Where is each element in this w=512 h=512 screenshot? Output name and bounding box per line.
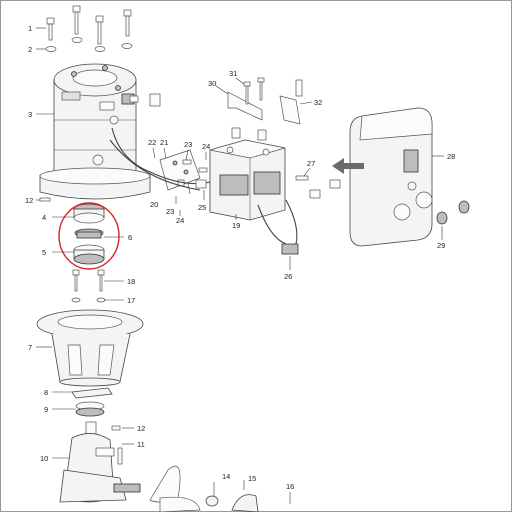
- top-screws-1: [46, 5, 132, 45]
- highlight-circle: [58, 202, 120, 270]
- callout-16: 16: [286, 482, 294, 491]
- wire-harness: [257, 204, 287, 245]
- screws-31: [243, 77, 265, 105]
- screws-18: [72, 269, 105, 292]
- callout-19: 19: [232, 221, 240, 230]
- wire-harness-2: [285, 199, 298, 245]
- callout-24-upper: 24: [202, 142, 210, 151]
- callout-28: 28: [447, 152, 455, 161]
- gasket-8: [71, 387, 113, 399]
- callout-31: 31: [229, 69, 237, 78]
- pin-12-lower: [111, 425, 121, 431]
- knob-29: [436, 200, 470, 225]
- part-27: [295, 175, 309, 181]
- bracket-30: [227, 91, 263, 121]
- callout-23-upper: 23: [184, 140, 192, 149]
- leader-lines: [36, 27, 444, 504]
- callout-9: 9: [44, 405, 48, 414]
- callout-2: 2: [28, 45, 32, 54]
- part-25: [195, 179, 207, 189]
- callout-7: 7: [28, 343, 32, 352]
- lower-unit-10: [59, 421, 141, 503]
- callout-24-lower: 24: [176, 216, 184, 225]
- callout-5: 5: [42, 248, 46, 257]
- pin-11: [117, 447, 123, 465]
- bushings: [309, 179, 341, 199]
- callout-22: 22: [148, 138, 156, 147]
- callout-4: 4: [42, 213, 46, 222]
- washer-14: [205, 495, 219, 507]
- propeller: [149, 465, 201, 512]
- callout-6: 6: [128, 233, 132, 242]
- screw-12-upper: [39, 197, 51, 202]
- mounting-bracket-7: [36, 309, 144, 387]
- callout-labels: 1 2 3 12 4 5 6 18 17 7 8 9 10 12 11 14 1…: [25, 24, 455, 491]
- callout-20: 20: [150, 200, 158, 209]
- direction-arrow: [332, 158, 364, 174]
- callout-11: 11: [137, 440, 145, 449]
- callout-21: 21: [160, 138, 168, 147]
- callout-3: 3: [28, 110, 32, 119]
- connector-26: [281, 243, 299, 255]
- callout-1: 1: [28, 24, 32, 33]
- washers-17: [71, 297, 106, 303]
- solenoid-19: [209, 127, 286, 221]
- callout-27: 27: [307, 159, 315, 168]
- callout-23-lower: 23: [166, 207, 174, 216]
- callout-10: 10: [40, 454, 48, 463]
- callout-26: 26: [284, 272, 292, 281]
- motor-3: [39, 63, 161, 200]
- cover-28: [349, 107, 433, 247]
- callout-12-upper: 12: [25, 196, 33, 205]
- bracket-32: [279, 79, 303, 125]
- o-ring-9: [75, 401, 105, 417]
- callout-29: 29: [437, 241, 445, 250]
- callout-18: 18: [127, 277, 135, 286]
- wire-motor-to-solenoid: [111, 127, 211, 185]
- callout-30: 30: [208, 79, 216, 88]
- cone-15: [231, 494, 259, 512]
- callout-15: 15: [248, 474, 256, 483]
- callout-8: 8: [44, 388, 48, 397]
- coupling-parts-4-5-6: [73, 203, 105, 265]
- callout-12-lower: 12: [137, 424, 145, 433]
- callout-14: 14: [222, 472, 230, 481]
- callout-17: 17: [127, 296, 135, 305]
- callout-25: 25: [198, 203, 206, 212]
- top-washers-2: [45, 37, 133, 52]
- callout-32: 32: [314, 98, 322, 107]
- wire-motor-to-solenoid-2: [109, 139, 201, 191]
